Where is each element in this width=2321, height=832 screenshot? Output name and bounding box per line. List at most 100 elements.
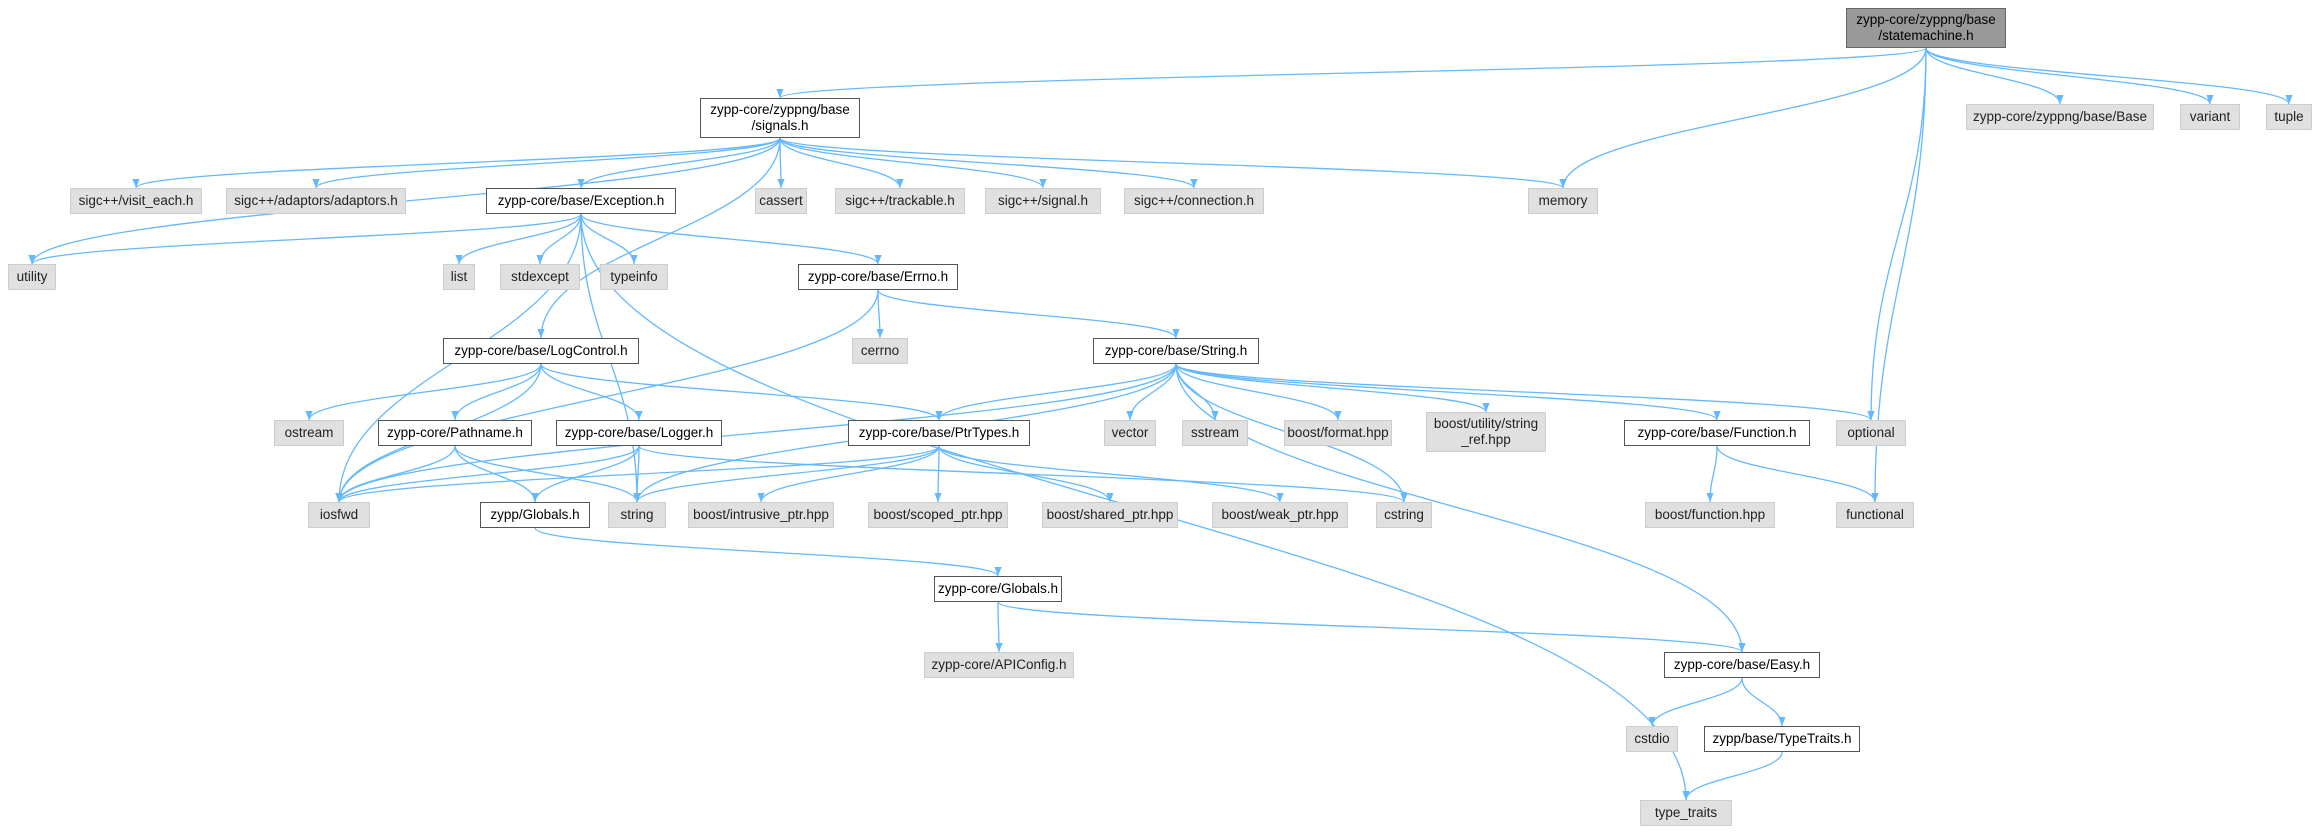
node-tuple: tuple — [2266, 104, 2312, 130]
edge-statemachine-to-tuple — [1925, 47, 2293, 105]
edge-string_h-to-optional — [1175, 363, 1875, 421]
edge-string_h-to-iosfwd — [335, 363, 1177, 503]
edge-signals-to-signal — [779, 137, 1047, 189]
node-string-h[interactable]: zypp-core/base/String.h — [1093, 338, 1259, 364]
edge-coreglobals-to-easy — [997, 601, 1746, 653]
node-cerrno: cerrno — [852, 338, 908, 364]
node-zyppng-base: zypp-core/zyppng/base/Base — [1966, 104, 2154, 130]
edge-function_h-to-boostfunction — [1706, 445, 1718, 503]
edge-exception-to-errno — [580, 213, 882, 265]
edge-typetraits_h-to-type_traits — [1682, 751, 1783, 801]
edge-string_h-to-easy — [1175, 363, 1746, 653]
edge-statemachine-to-signals — [776, 47, 1927, 99]
edge-statemachine-to-zyppngBase — [1925, 47, 2064, 105]
edge-signals-to-adaptors — [312, 137, 781, 189]
edge-string_h-to-vector — [1126, 363, 1177, 421]
node-pathname-h[interactable]: zypp-core/Pathname.h — [378, 420, 532, 446]
node-cstring: cstring — [1376, 502, 1432, 528]
edge-ptrtypes-to-iosfwd — [335, 445, 940, 503]
edge-statemachine-to-variant — [1925, 47, 2214, 105]
edge-pathname-to-iosfwd — [335, 445, 456, 503]
edge-errno-to-cerrno — [876, 289, 884, 339]
node-memory: memory — [1528, 188, 1598, 214]
edge-logcontrol-to-ptrtypes — [540, 363, 943, 421]
node-functional: functional — [1836, 502, 1914, 528]
edge-signals-to-memory — [779, 137, 1567, 189]
edge-ptrtypes-to-scoped — [934, 445, 942, 503]
node-vector: vector — [1104, 420, 1156, 446]
edge-statemachine-to-optional — [1867, 47, 1927, 421]
edge-ptrtypes-to-intrusive — [757, 445, 940, 503]
node-zypp-globals-h[interactable]: zypp/Globals.h — [480, 502, 590, 528]
edge-signals-to-utility — [28, 137, 781, 265]
edge-logcontrol-to-pathname — [451, 363, 542, 421]
node-boost-string-ref: boost/utility/string _ref.hpp — [1426, 412, 1546, 452]
node-zypp-core-globals-h[interactable]: zypp-core/Globals.h — [934, 576, 1062, 602]
node-stdexcept: stdexcept — [500, 264, 580, 290]
node-logcontrol-h[interactable]: zypp-core/base/LogControl.h — [443, 338, 639, 364]
node-signals-h[interactable]: zypp-core/zyppng/base /signals.h — [700, 98, 860, 138]
node-boost-shared-ptr: boost/shared_ptr.hpp — [1042, 502, 1178, 528]
edge-exception-to-utility — [28, 213, 582, 265]
node-boost-format: boost/format.hpp — [1284, 420, 1392, 446]
edge-zyppglobals-to-coreglobals — [534, 527, 1002, 577]
edge-exception-to-list — [455, 213, 582, 265]
edge-signals-to-visit_each — [132, 137, 781, 189]
edge-easy-to-cstdio — [1648, 677, 1743, 727]
edge-pathname-to-string_std — [454, 445, 641, 503]
edge-errno-to-iosfwd — [335, 289, 879, 503]
node-optional: optional — [1836, 420, 1906, 446]
node-ptrtypes-h[interactable]: zypp-core/base/PtrTypes.h — [848, 420, 1030, 446]
edge-ptrtypes-to-string_std — [633, 445, 940, 503]
node-sigc-adaptors: sigc++/adaptors/adaptors.h — [226, 188, 406, 214]
edge-logger-to-iosfwd — [335, 445, 640, 503]
edge-signals-to-exception — [577, 137, 781, 189]
node-logger-h[interactable]: zypp-core/base/Logger.h — [556, 420, 722, 446]
node-apiconfig-h: zypp-core/APIConfig.h — [924, 652, 1074, 678]
node-cstdio: cstdio — [1626, 726, 1678, 752]
node-iosfwd: iosfwd — [308, 502, 370, 528]
node-string: string — [608, 502, 666, 528]
node-cassert: cassert — [755, 188, 807, 214]
node-type-traits: type_traits — [1640, 800, 1732, 826]
node-boost-function: boost/function.hpp — [1645, 502, 1775, 528]
node-errno-h[interactable]: zypp-core/base/Errno.h — [798, 264, 958, 290]
edge-logcontrol-to-logger — [540, 363, 643, 421]
node-typetraits-h[interactable]: zypp/base/TypeTraits.h — [1704, 726, 1860, 752]
node-sstream: sstream — [1182, 420, 1248, 446]
node-sigc-signal: sigc++/signal.h — [985, 188, 1101, 214]
edge-string_h-to-boostformat — [1175, 363, 1342, 421]
node-easy-h[interactable]: zypp-core/base/Easy.h — [1664, 652, 1820, 678]
node-sigc-trackable: sigc++/trackable.h — [835, 188, 965, 214]
node-statemachine-h[interactable]: zypp-core/zyppng/base /statemachine.h — [1846, 8, 2006, 48]
node-sigc-connection: sigc++/connection.h — [1124, 188, 1264, 214]
edge-logger-to-zyppglobals — [531, 445, 640, 503]
edge-coreglobals-to-apiconfig — [995, 601, 1003, 653]
node-variant: variant — [2180, 104, 2240, 130]
edge-errno-to-string_h — [877, 289, 1180, 339]
edge-logcontrol-to-ostream — [305, 363, 542, 421]
edge-exception-to-typeinfo — [580, 213, 638, 265]
node-boost-scoped-ptr: boost/scoped_ptr.hpp — [868, 502, 1008, 528]
node-sigc-visit-each: sigc++/visit_each.h — [70, 188, 202, 214]
edge-signals-to-connection — [779, 137, 1198, 189]
edge-function_h-to-functional — [1716, 445, 1879, 503]
node-boost-weak-ptr: boost/weak_ptr.hpp — [1212, 502, 1348, 528]
edge-signals-to-logcontrol — [537, 137, 781, 339]
edge-easy-to-typetraits_h — [1741, 677, 1786, 727]
edge-string_h-to-stringref — [1175, 363, 1490, 413]
edge-string_h-to-function_h — [1175, 363, 1721, 421]
node-boost-intrusive-ptr: boost/intrusive_ptr.hpp — [688, 502, 834, 528]
edge-statemachine-to-memory — [1559, 47, 1927, 189]
node-ostream: ostream — [274, 420, 344, 446]
edge-ptrtypes-to-shared — [938, 445, 1114, 503]
edge-ptrtypes-to-weak — [938, 445, 1284, 503]
node-exception-h[interactable]: zypp-core/base/Exception.h — [486, 188, 676, 214]
edge-exception-to-stdexcept — [536, 213, 582, 265]
edge-string_h-to-ptrtypes — [935, 363, 1177, 421]
node-function-h[interactable]: zypp-core/base/Function.h — [1624, 420, 1810, 446]
edge-signals-to-trackable — [779, 137, 904, 189]
node-utility: utility — [8, 264, 56, 290]
node-typeinfo: typeinfo — [600, 264, 668, 290]
